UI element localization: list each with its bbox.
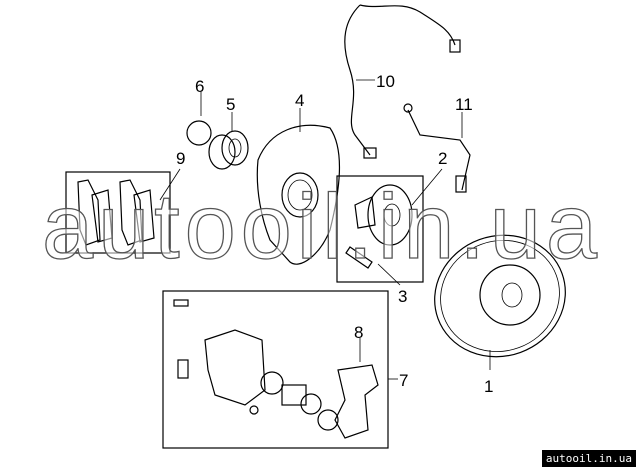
leader-lines: [159, 79, 491, 380]
callout-1: 1: [484, 377, 493, 396]
bearing-5: [208, 130, 249, 170]
splash-shield-4: [256, 124, 341, 265]
caliper-assembly-7: [162, 290, 389, 449]
watermark: autooil.in.ua: [42, 176, 598, 278]
callout-9: 9: [176, 149, 185, 168]
callout-2: 2: [438, 149, 447, 168]
callout-5: 5: [226, 95, 235, 114]
callout-4: 4: [295, 91, 304, 110]
callout-8: 8: [354, 323, 363, 342]
callout-10: 10: [376, 72, 395, 91]
callout-7: 7: [399, 371, 408, 390]
brake-hose-11: [403, 103, 471, 193]
callout-3: 3: [398, 287, 407, 306]
site-badge: autooil.in.ua: [541, 450, 636, 467]
abs-sensor-10: [344, 4, 461, 159]
brake-rotor-1: [434, 234, 566, 358]
callout-6: 6: [195, 77, 204, 96]
callout-11: 11: [455, 95, 473, 114]
snap-ring-6: [186, 120, 212, 146]
brake-pads-9: [65, 171, 171, 254]
hub-assembly-2-3: [336, 175, 424, 283]
